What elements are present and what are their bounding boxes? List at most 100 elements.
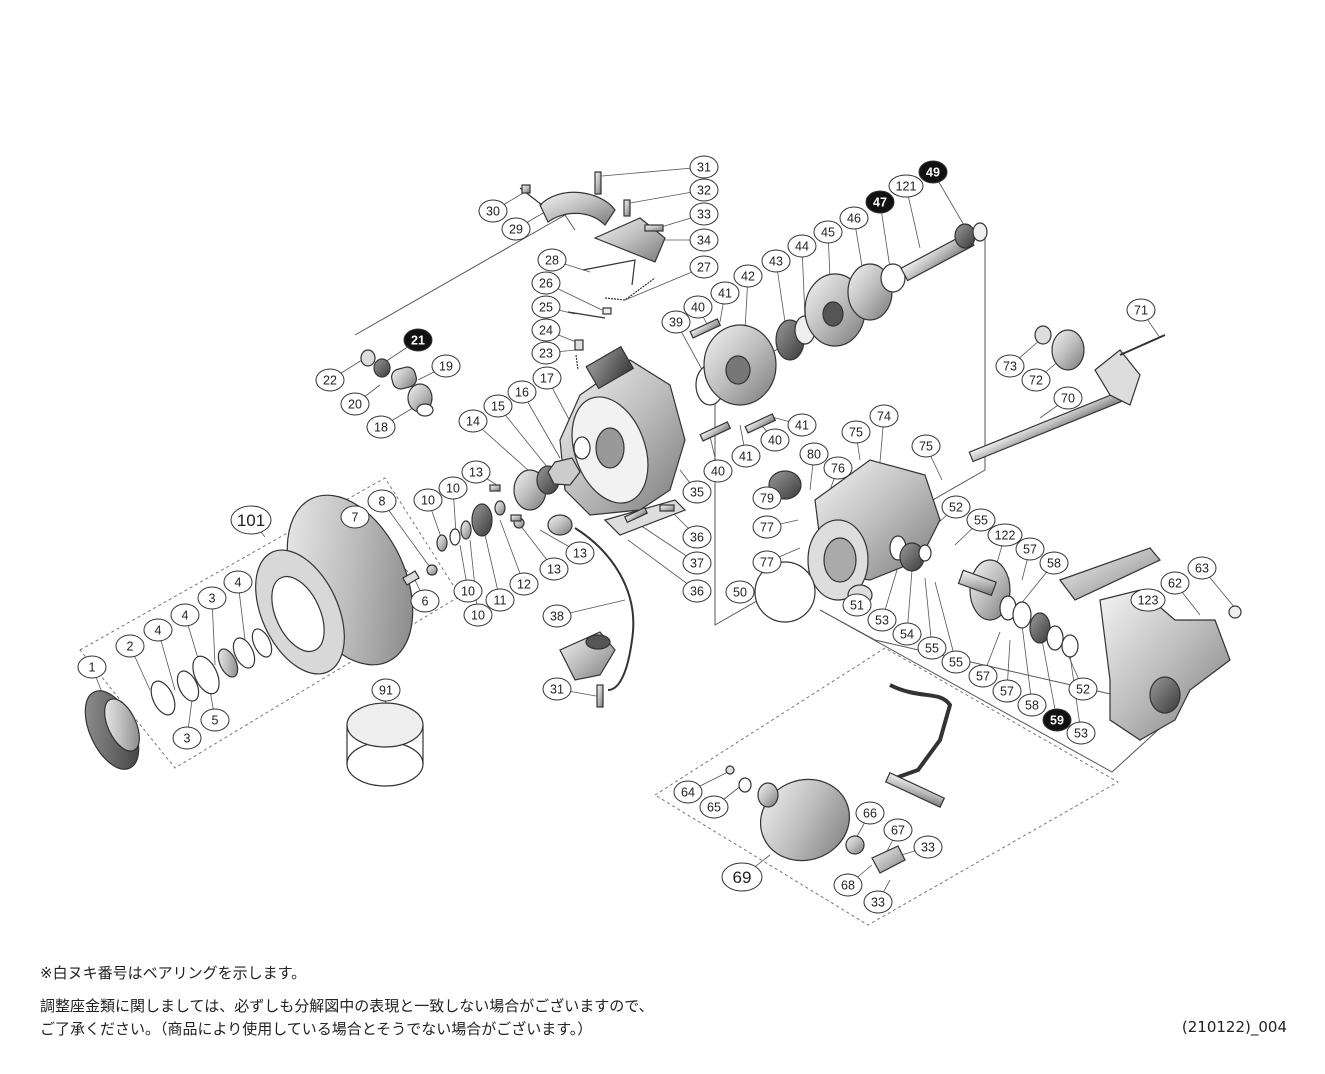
leader-line — [601, 166, 705, 177]
part-label-21: 21 — [403, 328, 433, 352]
part-number: 58 — [1025, 699, 1039, 713]
part-label-41: 41 — [787, 413, 817, 437]
part-label-66: 66 — [855, 801, 885, 825]
part-label-oval — [542, 677, 572, 701]
part-label-32: 32 — [689, 178, 719, 202]
part-number: 4 — [235, 576, 242, 590]
part-label-oval — [1066, 721, 1096, 745]
part-label-oval — [917, 636, 947, 660]
part-label-57: 57 — [992, 679, 1022, 703]
part-label-45: 45 — [813, 220, 843, 244]
part-label-oval — [172, 726, 202, 750]
leader-line — [521, 391, 561, 459]
part-label-31: 31 — [689, 155, 719, 179]
part-label-43: 43 — [761, 249, 791, 273]
part-label-oval — [703, 459, 733, 483]
part-number: 22 — [323, 374, 337, 388]
part-label-oval — [918, 160, 948, 184]
leader-line — [624, 266, 705, 301]
part-label-2: 2 — [115, 634, 145, 658]
part-label-3: 3 — [197, 586, 227, 610]
part-number: 40 — [711, 465, 725, 479]
part-label-123: 123 — [1130, 588, 1166, 612]
part-label-122: 122 — [987, 523, 1023, 547]
part-label-oval — [1130, 588, 1166, 612]
part-label-40: 40 — [760, 428, 790, 452]
part-label-oval — [710, 281, 740, 305]
part-label-58: 58 — [1017, 693, 1047, 717]
part-number: 123 — [1138, 594, 1159, 608]
part-number: 54 — [900, 628, 914, 642]
leader-line — [469, 539, 479, 616]
leader-line — [801, 245, 806, 319]
part-label-33: 33 — [863, 890, 893, 914]
springs-and-pins — [567, 259, 656, 371]
part-label-36: 36 — [682, 525, 712, 549]
part-label-35: 35 — [682, 480, 712, 504]
part-label-4: 4 — [223, 570, 253, 594]
part-label-oval — [968, 664, 998, 688]
part-number: 30 — [486, 205, 500, 219]
part-label-7: 7 — [340, 505, 370, 529]
part-label-oval — [483, 394, 513, 418]
part-label-oval — [463, 603, 493, 627]
part-number: 2 — [127, 640, 134, 654]
part-label-oval — [458, 409, 488, 433]
part-number: 10 — [471, 609, 485, 623]
part-label-oval — [725, 580, 755, 604]
part-number: 27 — [697, 261, 711, 275]
part-label-63: 63 — [1187, 556, 1217, 580]
part-label-70: 70 — [1053, 386, 1083, 410]
part-label-oval — [833, 873, 863, 897]
part-number: 44 — [795, 240, 809, 254]
part-number: 74 — [877, 410, 891, 424]
part-label-42: 42 — [733, 264, 763, 288]
part-label-51: 51 — [842, 593, 872, 617]
drawing-code: (210122)_004 — [1181, 1018, 1287, 1036]
part-label-20: 20 — [340, 392, 370, 416]
part-number: 62 — [1168, 577, 1182, 591]
part-number: 26 — [539, 277, 553, 291]
part-label-oval — [438, 476, 468, 500]
part-number: 47 — [873, 196, 887, 210]
part-label-oval — [461, 460, 491, 484]
part-label-oval — [143, 618, 173, 642]
part-label-oval — [689, 228, 719, 252]
part-label-22: 22 — [315, 368, 345, 392]
part-number: 64 — [681, 786, 695, 800]
part-number: 57 — [976, 670, 990, 684]
part-label-44: 44 — [787, 234, 817, 258]
part-number: 53 — [1074, 727, 1088, 741]
part-label-36: 36 — [682, 579, 712, 603]
bail-arm-parts — [519, 187, 666, 263]
part-label-oval — [966, 508, 996, 532]
part-number: 10 — [421, 494, 435, 508]
part-number: 25 — [539, 301, 553, 315]
part-label-oval — [507, 380, 537, 404]
part-label-25: 25 — [531, 295, 561, 319]
part-label-52: 52 — [1068, 677, 1098, 701]
part-label-40: 40 — [683, 295, 713, 319]
part-label-75: 75 — [841, 420, 871, 444]
part-number: 13 — [573, 547, 587, 561]
part-number: 32 — [697, 184, 711, 198]
part-label-oval — [841, 420, 871, 444]
part-label-oval — [403, 328, 433, 352]
part-label-oval — [992, 679, 1022, 703]
part-label-74: 74 — [869, 404, 899, 428]
part-label-oval — [531, 341, 561, 365]
part-label-40: 40 — [703, 459, 733, 483]
part-label-oval — [531, 295, 561, 319]
part-number: 33 — [871, 896, 885, 910]
part-label-oval — [682, 551, 712, 575]
part-label-101: 101 — [230, 505, 272, 535]
part-label-8: 8 — [367, 489, 397, 513]
part-label-31: 31 — [542, 677, 572, 701]
part-number: 55 — [925, 642, 939, 656]
part-label-53: 53 — [1066, 721, 1096, 745]
part-label-50: 50 — [725, 580, 755, 604]
part-number: 55 — [949, 656, 963, 670]
part-number: 122 — [995, 529, 1016, 543]
part-label-oval — [1187, 556, 1217, 580]
part-label-oval — [197, 586, 227, 610]
